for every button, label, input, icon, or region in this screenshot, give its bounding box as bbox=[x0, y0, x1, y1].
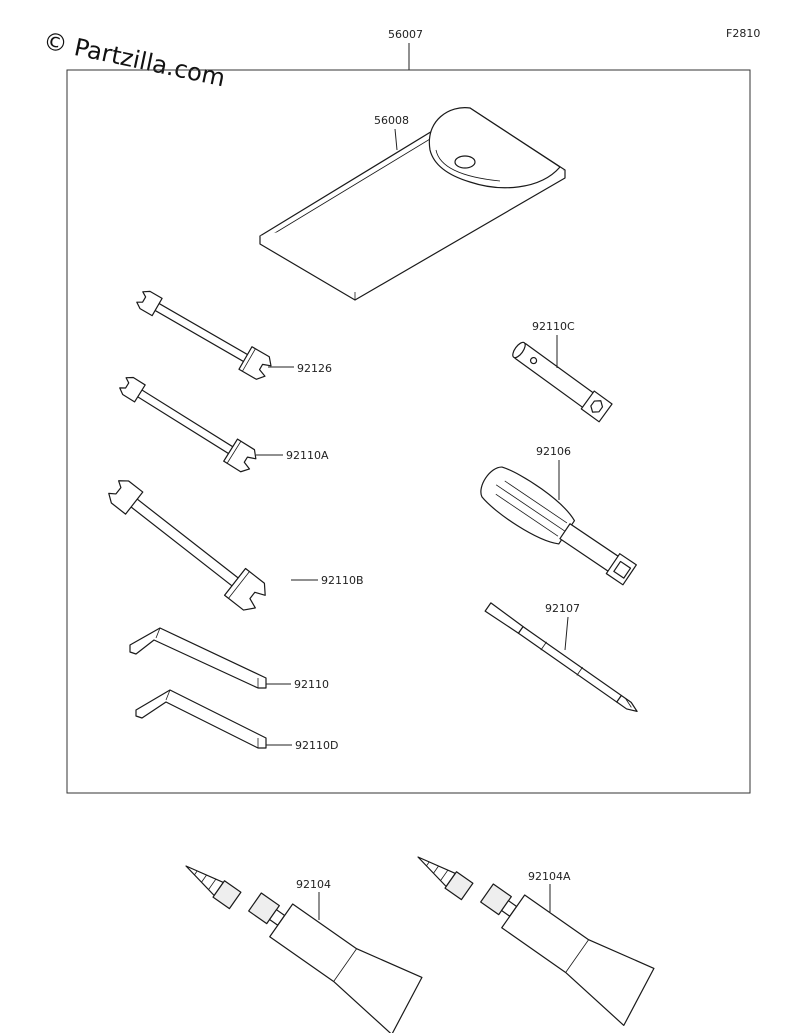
part-label-92110D[interactable]: 92110D bbox=[295, 739, 338, 752]
part-label-92110C[interactable]: 92110C bbox=[532, 320, 575, 333]
plug-wrench-92110C-drawing bbox=[512, 341, 613, 423]
part-label-92126[interactable]: 92126 bbox=[297, 362, 332, 375]
part-label-92107[interactable]: 92107 bbox=[545, 602, 580, 615]
wrench-92110B-drawing bbox=[108, 480, 266, 611]
leader-56008 bbox=[394, 128, 398, 151]
hex-key-92110D-drawing bbox=[135, 689, 267, 749]
grease-tube-92104-drawing bbox=[185, 865, 423, 1033]
part-label-92110A[interactable]: 92110A bbox=[286, 449, 329, 462]
part-label-92110B[interactable]: 92110B bbox=[321, 574, 364, 587]
leader-92107 bbox=[564, 616, 569, 651]
figure-code: F2810 bbox=[726, 27, 760, 40]
part-label-56007[interactable]: 56007 bbox=[388, 28, 423, 41]
wrench-92126-drawing bbox=[136, 290, 272, 380]
grease-tube-92104A-drawing bbox=[417, 856, 655, 1027]
partzilla-watermark: © Partzilla.com bbox=[41, 26, 228, 92]
screwdriver-92107-drawing bbox=[484, 602, 638, 712]
handle-92106-drawing bbox=[480, 466, 637, 586]
tool-bag-drawing bbox=[259, 107, 566, 301]
hex-key-92110-drawing bbox=[129, 627, 267, 689]
part-label-92106[interactable]: 92106 bbox=[536, 445, 571, 458]
wrench-92110A-drawing bbox=[119, 376, 257, 473]
part-label-92104[interactable]: 92104 bbox=[296, 878, 331, 891]
part-label-92110[interactable]: 92110 bbox=[294, 678, 329, 691]
part-label-56008[interactable]: 56008 bbox=[374, 114, 409, 127]
part-label-92104A[interactable]: 92104A bbox=[528, 870, 571, 883]
tool-kit-frame bbox=[66, 69, 751, 794]
